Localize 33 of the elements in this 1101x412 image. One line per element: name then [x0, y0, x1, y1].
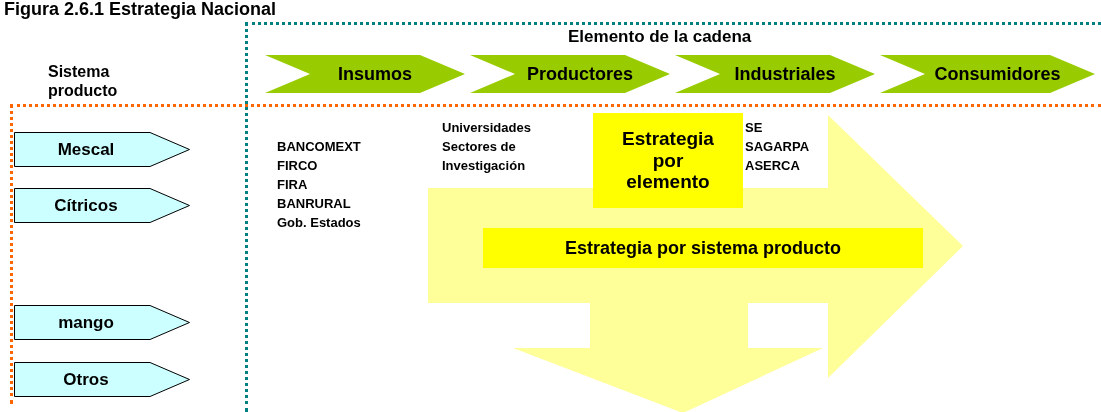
- shape-text: Insumos: [337, 62, 413, 86]
- shape-text: Cítricos: [53, 194, 119, 217]
- chain-stage-box: [470, 55, 670, 93]
- agency-name: BANRURAL: [277, 196, 351, 211]
- shape-text: Industriales: [733, 62, 837, 86]
- agency-name: Universidades: [442, 120, 531, 135]
- chain-panel: [245, 22, 1101, 412]
- column-heading: Sistema producto: [48, 62, 119, 101]
- shape-text: mango: [57, 311, 115, 334]
- agency-name: FIRCO: [277, 158, 318, 173]
- agency-name: SAGARPA: [745, 139, 810, 154]
- agency-name: Gob. Estados: [277, 215, 361, 230]
- agency-name: SE: [745, 120, 763, 135]
- pentagon-tag: [14, 362, 190, 397]
- figure-title: Figura 2.6.1 Estrategia Nacional: [4, 0, 277, 20]
- agency-name: Sectores de: [442, 139, 516, 154]
- strategy-box: Estrategia por elemento: [593, 113, 743, 208]
- chain-stage-box: [265, 55, 465, 93]
- shape-text: Productores: [526, 62, 634, 86]
- pentagon-tag: [14, 305, 190, 340]
- agency-name: BANCOMEXT: [277, 139, 361, 154]
- shape-text: Consumidores: [933, 62, 1062, 86]
- strategy-box: Estrategia por sistema producto: [483, 228, 923, 268]
- agency-name: FIRA: [277, 177, 308, 192]
- chain-stage-box: [675, 55, 875, 93]
- agency-name: ASERCA: [745, 158, 800, 173]
- pentagon-tag: [14, 188, 190, 223]
- shape-text: Mescal: [56, 138, 116, 161]
- pentagon-tag: [14, 132, 190, 167]
- chain-stage-box: [880, 55, 1095, 93]
- shape-text: Otros: [62, 368, 110, 391]
- agency-name: Investigación: [442, 158, 526, 173]
- section-heading: Elemento de la cadena: [568, 27, 752, 47]
